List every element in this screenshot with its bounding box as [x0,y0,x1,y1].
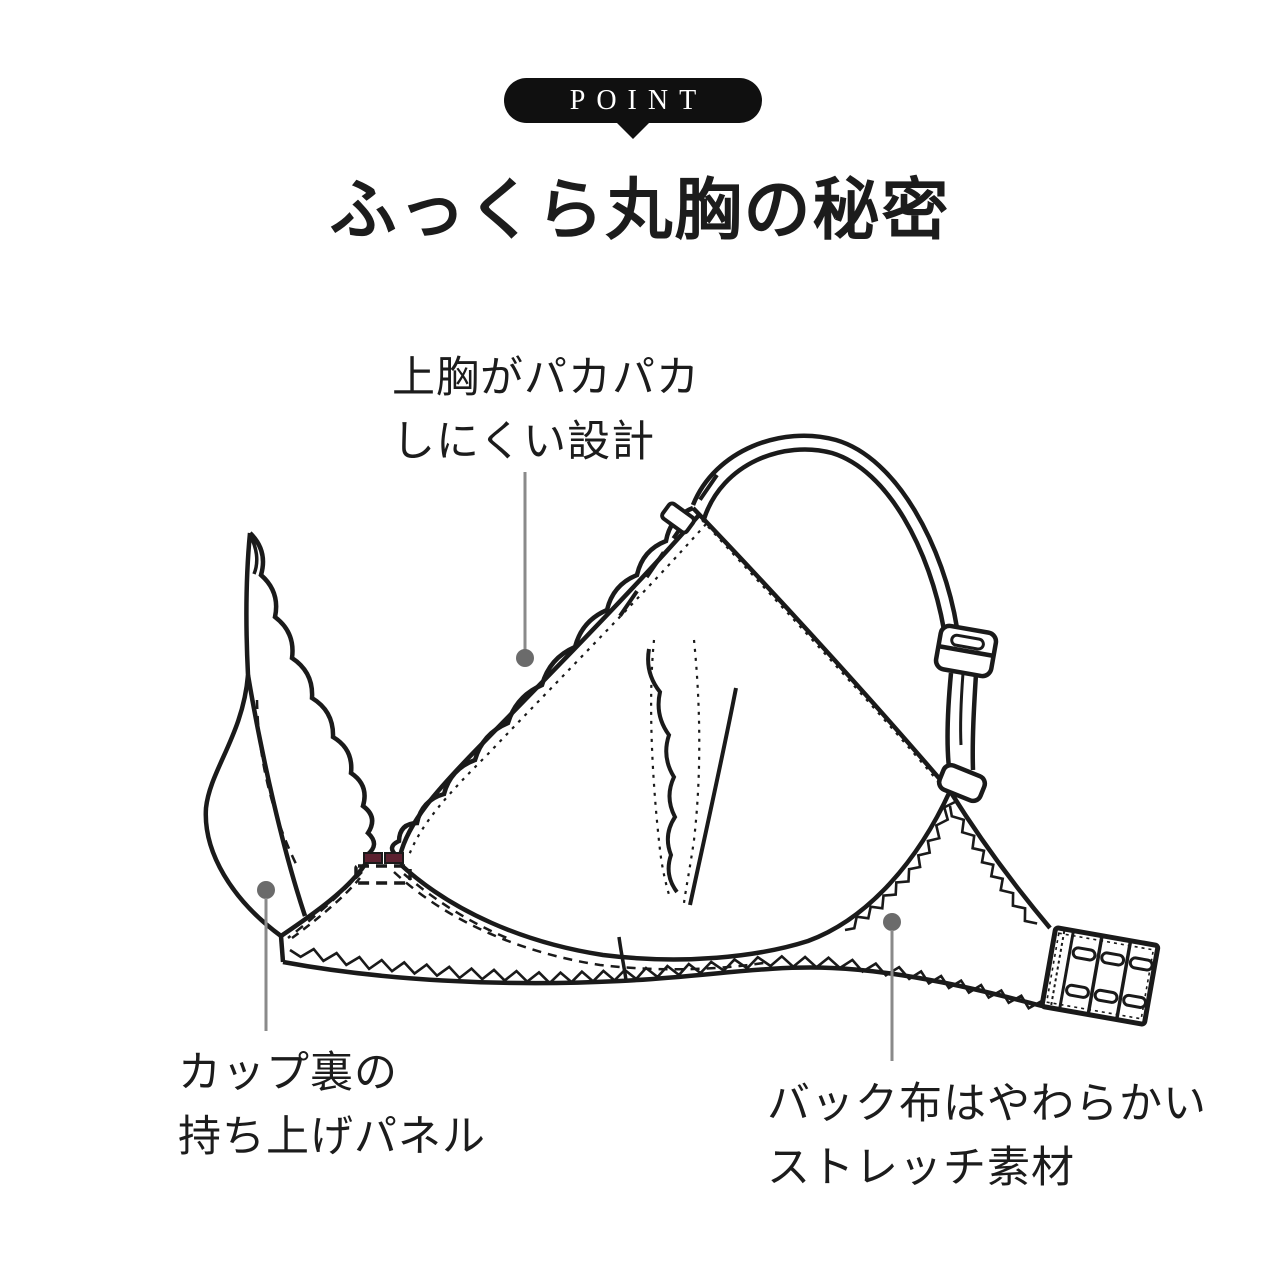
shoulder-strap [690,433,979,771]
leader-upper [516,472,534,667]
underband [278,790,1043,1010]
eyelets [1065,946,1154,1009]
center-gore-bow [354,852,412,885]
annotation-bottom-left: カップ裏の 持ち上げパネル [178,1041,486,1169]
annotation-upper-line2: しにくい設計 [392,418,656,466]
leader-bottom-right [883,913,901,1061]
strap-fold-dash-line [611,473,719,628]
point-badge-label: POINT [569,84,708,116]
hook-and-eye-closure [1039,925,1161,1027]
right-cup [389,473,952,906]
left-cup-lace-edge [248,531,377,857]
strap-front-connector [660,501,696,535]
annotation-bottom-left-line1: カップ裏の [178,1049,398,1097]
inner-lift-panel-scallop [646,648,679,894]
annotation-upper: 上胸がパカパカ しにくい設計 [392,346,700,474]
page-title: ふっくら丸胸の秘密 [329,173,951,248]
point-badge: POINT [504,78,762,123]
back-wing [844,789,1052,932]
strap-adjuster-slider [933,623,999,679]
strap-back-ring [936,762,988,804]
badge-arrow-down-icon [615,121,651,139]
annotation-bottom-right-line2: ストレッチ素材 [767,1144,1075,1192]
annotation-upper-line1: 上胸がパカパカ [392,354,700,402]
leader-bottom-left-dot [257,881,275,899]
leader-upper-dot [516,649,534,667]
leader-bottom-left [257,881,275,1031]
annotation-bottom-right-line1: バック布はやわらかい [767,1080,1207,1128]
leader-bottom-right-dot [883,913,901,931]
annotation-bottom-left-line2: 持ち上げパネル [178,1113,486,1161]
annotation-bottom-right: バック布はやわらかい ストレッチ素材 [767,1072,1207,1200]
left-cup [203,531,377,938]
